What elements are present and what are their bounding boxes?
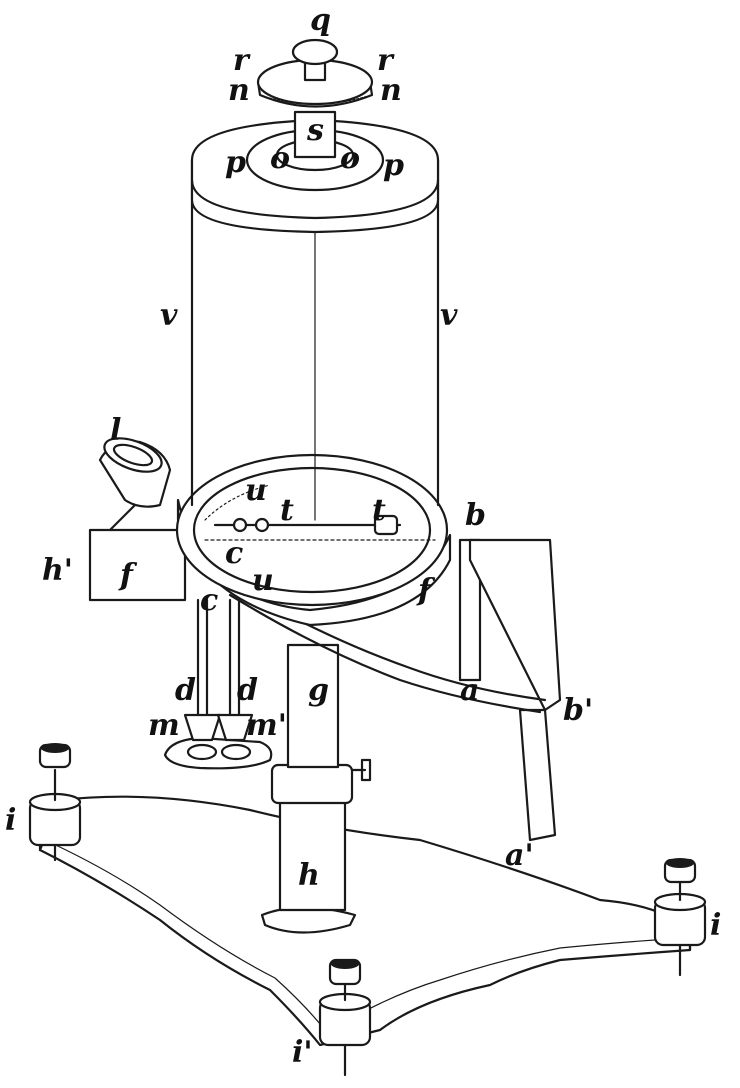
label-o-right: o xyxy=(340,141,360,176)
eyepiece xyxy=(98,437,172,508)
label-l: l xyxy=(110,413,121,448)
label-b: b xyxy=(465,498,486,533)
label-h: h xyxy=(298,858,320,893)
label-d-left: d xyxy=(175,673,196,708)
label-v-left: v xyxy=(160,298,178,333)
label-p-left: p xyxy=(225,145,246,180)
label-d-right: d xyxy=(237,673,258,708)
leveling-screw-bottom xyxy=(318,958,372,1077)
label-i-left: i xyxy=(5,803,16,838)
leveling-screw-right xyxy=(653,858,707,977)
label-i-bottom: i' xyxy=(292,1035,313,1070)
label-m-prime: m' xyxy=(246,708,287,743)
label-i-right: i xyxy=(710,908,721,943)
label-u-bottom: u xyxy=(252,563,274,598)
label-q: q xyxy=(310,3,331,38)
label-a-prime: a' xyxy=(505,838,534,873)
electrode-rods xyxy=(163,598,273,770)
label-n-right: n xyxy=(380,73,402,108)
label-v-right: v xyxy=(440,298,458,333)
label-a: a xyxy=(460,673,479,708)
label-g: g xyxy=(308,673,329,708)
label-n-left: n xyxy=(228,73,250,108)
label-s: s xyxy=(306,113,324,148)
base-ring xyxy=(175,453,452,627)
label-r-right: r xyxy=(377,43,395,78)
label-t-right: t xyxy=(372,493,386,528)
leveling-screw-left xyxy=(28,743,82,862)
label-c-outer: c xyxy=(200,583,218,618)
label-c-inner: c xyxy=(225,536,243,571)
label-t-left: t xyxy=(280,493,294,528)
label-b-prime: b' xyxy=(563,693,593,728)
label-r-left: r xyxy=(233,43,251,78)
support-column xyxy=(260,643,372,934)
label-o-left: o xyxy=(270,141,290,176)
torsion-head xyxy=(245,38,385,192)
label-m: m xyxy=(148,708,180,743)
label-u-top: u xyxy=(245,473,267,508)
label-h-prime: h' xyxy=(42,553,73,588)
side-box xyxy=(88,498,187,602)
label-p-right: p xyxy=(383,148,404,183)
